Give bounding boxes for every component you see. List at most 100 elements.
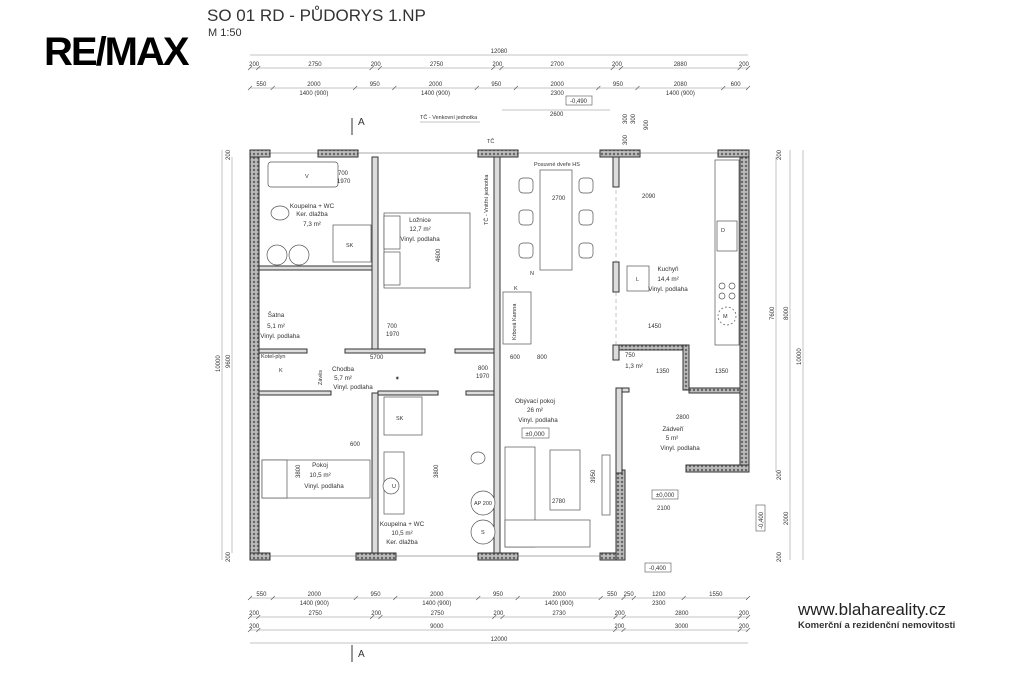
- svg-text:1970: 1970: [337, 179, 351, 185]
- dimension-tick: [612, 627, 618, 633]
- dimension-tick: [737, 614, 742, 620]
- svg-text:2600: 2600: [550, 112, 564, 118]
- page-title: SO 01 RD - PŮDORYS 1.NP: [207, 6, 426, 25]
- dimension-label: 200: [492, 62, 503, 68]
- room-bedroom-2: Pokoj 10,5 m² Vinyl. podlaha: [304, 462, 344, 490]
- dimension-sublabel: 1400 (900): [422, 601, 451, 607]
- dimension-label: 950: [491, 82, 502, 88]
- svg-text:10,5 m²: 10,5 m²: [309, 472, 330, 479]
- dimension-tick: [491, 65, 496, 71]
- dimension-tick: [621, 614, 627, 620]
- svg-text:300: 300: [623, 134, 629, 145]
- svg-text:7600: 7600: [770, 306, 776, 320]
- svg-text:L: L: [636, 277, 639, 283]
- sink-left: [266, 244, 288, 266]
- svg-text:TČ - Venkovní jednotka: TČ - Venkovní jednotka: [420, 114, 478, 121]
- svg-text:Ker. dlažba: Ker. dlažba: [296, 211, 328, 218]
- toilet-2: [470, 451, 486, 465]
- svg-text:K: K: [279, 368, 283, 374]
- dimension-tick: [369, 65, 374, 71]
- dimension-tick: [737, 65, 742, 71]
- dimension-tick: [247, 614, 253, 620]
- svg-text:300: 300: [631, 113, 637, 124]
- svg-text:8000: 8000: [784, 306, 790, 320]
- dimension-tick: [745, 614, 751, 620]
- kitchen-counter: [714, 159, 740, 346]
- furniture: V SK 2700 Krbová Kamna D M L SK U AP 200…: [261, 159, 740, 548]
- svg-text:1350: 1350: [715, 369, 729, 375]
- dimension-label: 2000: [307, 82, 321, 88]
- svg-text:Vinyl. podlaha: Vinyl. podlaha: [304, 483, 344, 490]
- dimension-tick: [270, 595, 276, 601]
- svg-text:2000: 2000: [784, 511, 790, 525]
- svg-text:Ker. dlažba: Ker. dlažba: [386, 539, 418, 546]
- dimension-total: 12000: [491, 637, 508, 643]
- svg-text:600: 600: [510, 355, 521, 361]
- dimension-label: 2700: [550, 62, 564, 68]
- dimension-tick: [256, 614, 261, 620]
- svg-text:Šatna: Šatna: [268, 310, 285, 319]
- dimension-tick: [500, 614, 505, 620]
- svg-text:750: 750: [625, 353, 636, 359]
- svg-text:S: S: [481, 530, 485, 536]
- svg-text:5700: 5700: [370, 355, 384, 361]
- svg-text:1970: 1970: [386, 332, 400, 338]
- dimension-tick: [635, 85, 640, 91]
- dimension-total: 12080: [491, 49, 508, 55]
- svg-text:200: 200: [226, 551, 232, 562]
- dimension-label: 600: [731, 82, 742, 88]
- website-url[interactable]: www.blahareality.cz: [798, 600, 947, 619]
- svg-text:Koupelna + WC: Koupelna + WC: [380, 521, 425, 528]
- svg-text:2100: 2100: [657, 506, 671, 512]
- exterior-walls: [249, 149, 750, 561]
- svg-text:Pokoj: Pokoj: [312, 462, 328, 469]
- dimension-label: 2080: [674, 82, 688, 88]
- fireplace: [502, 291, 532, 345]
- dimension-label: 2000: [550, 82, 564, 88]
- svg-text:K: K: [514, 286, 518, 292]
- dimension-label: 2750: [308, 62, 322, 68]
- dimension-label: 200: [249, 62, 260, 68]
- dimension-label: 1550: [709, 592, 723, 598]
- svg-text:14,4 m²: 14,4 m²: [657, 276, 678, 283]
- dimension-label: 950: [370, 82, 381, 88]
- dimension-tick: [613, 614, 618, 620]
- dimension-label: 2880: [674, 62, 688, 68]
- section-marker-bottom: A: [358, 649, 365, 660]
- dimension-label: 550: [256, 592, 267, 598]
- dimension-tick: [513, 85, 519, 91]
- dimension-label: 550: [607, 592, 618, 598]
- dimension-tick: [721, 85, 726, 91]
- dimension-tick: [247, 85, 253, 91]
- dimension-sublabel: 2300: [652, 601, 666, 607]
- dishwasher-label: D: [721, 228, 725, 234]
- dimension-label: 950: [613, 82, 624, 88]
- dimension-label: 200: [493, 611, 504, 617]
- dimension-tick: [270, 85, 275, 91]
- dimension-tick: [492, 614, 497, 620]
- light-icon: ✷: [395, 375, 400, 382]
- svg-text:9600: 9600: [226, 354, 232, 368]
- dimension-tick: [745, 65, 751, 71]
- svg-text:Závěs: Závěs: [318, 370, 324, 385]
- dimension-label: 200: [249, 624, 260, 630]
- svg-text:3800: 3800: [296, 464, 302, 478]
- dimension-label: 950: [371, 592, 382, 598]
- toilet: [270, 205, 290, 221]
- svg-text:1350: 1350: [656, 369, 670, 375]
- dimension-tick: [610, 65, 615, 71]
- svg-text:SK: SK: [346, 243, 354, 249]
- svg-text:Vinyl. podlaha: Vinyl. podlaha: [660, 445, 700, 452]
- svg-text:26 m²: 26 m²: [527, 407, 543, 414]
- annotations: TČ - Venkovní jednotka TČ TČ - Vnitřní j…: [216, 95, 804, 662]
- dimension-label: 2750: [309, 611, 323, 617]
- dimension-tick: [499, 65, 504, 71]
- svg-text:2700: 2700: [552, 196, 566, 202]
- dimension-label: 200: [615, 611, 626, 617]
- dimension-tick: [621, 627, 626, 633]
- dining-table: [539, 169, 573, 271]
